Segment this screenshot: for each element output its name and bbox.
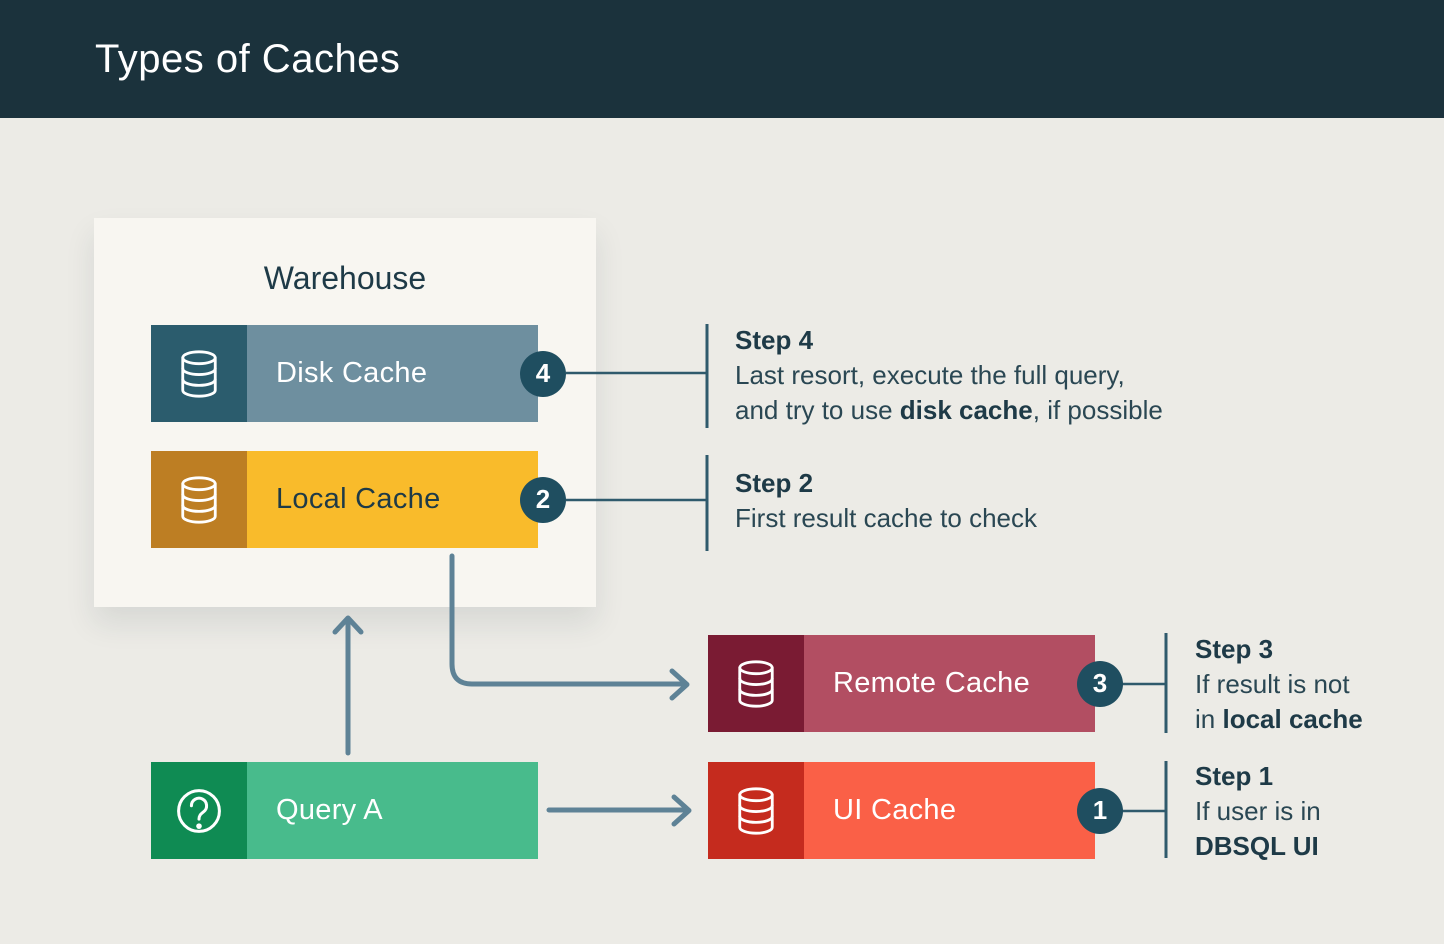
step4-title: Step 4 [735,325,814,355]
step3-title: Step 3 [1195,634,1274,664]
remote-cache-label: Remote Cache [804,635,1095,732]
step-badge-4: 4 [520,350,566,397]
remote-cache-node: Remote Cache 3 [708,635,1123,732]
step4-line1: Last resort, execute the full query, [735,360,1125,390]
step1-line1: If user is in [1195,796,1321,826]
local-cache-node: Local Cache 2 [151,451,566,548]
step3-annotation: Step 3 If result is not in local cache [1195,632,1363,737]
arrowhead-right-icon [671,794,692,827]
query-a-label: Query A [247,762,538,859]
page-title: Types of Caches [95,36,401,81]
step-badge-1: 1 [1077,787,1123,834]
database-icon [151,451,247,548]
query-a-node: Query A [151,762,538,859]
arrowhead-right-icon [669,668,690,701]
step4-line2: and try to use disk cache, if possible [735,395,1163,425]
step4-annotation: Step 4 Last resort, execute the full que… [735,323,1163,428]
database-icon [708,762,804,859]
local-cache-label: Local Cache [247,451,538,548]
step-badge-3: 3 [1077,660,1123,707]
step3-line1: If result is not [1195,669,1350,699]
ui-cache-node: UI Cache 1 [708,762,1123,859]
disk-cache-node: Disk Cache 4 [151,325,566,422]
step2-annotation: Step 2 First result cache to check [735,466,1037,536]
step1-title: Step 1 [1195,761,1274,791]
arrowhead-up-icon [332,615,364,635]
step2-title: Step 2 [735,468,814,498]
disk-cache-label: Disk Cache [247,325,538,422]
step1-line2: DBSQL UI [1195,831,1319,861]
step1-annotation: Step 1 If user is in DBSQL UI [1195,759,1321,864]
database-icon [708,635,804,732]
database-icon [151,325,247,422]
ui-cache-label: UI Cache [804,762,1095,859]
step2-line1: First result cache to check [735,503,1037,533]
question-mark-icon [151,762,247,859]
step3-line2: in local cache [1195,704,1363,734]
warehouse-label: Warehouse [263,260,427,296]
header-bar: Types of Caches [0,0,1444,118]
step-badge-2: 2 [520,476,566,523]
